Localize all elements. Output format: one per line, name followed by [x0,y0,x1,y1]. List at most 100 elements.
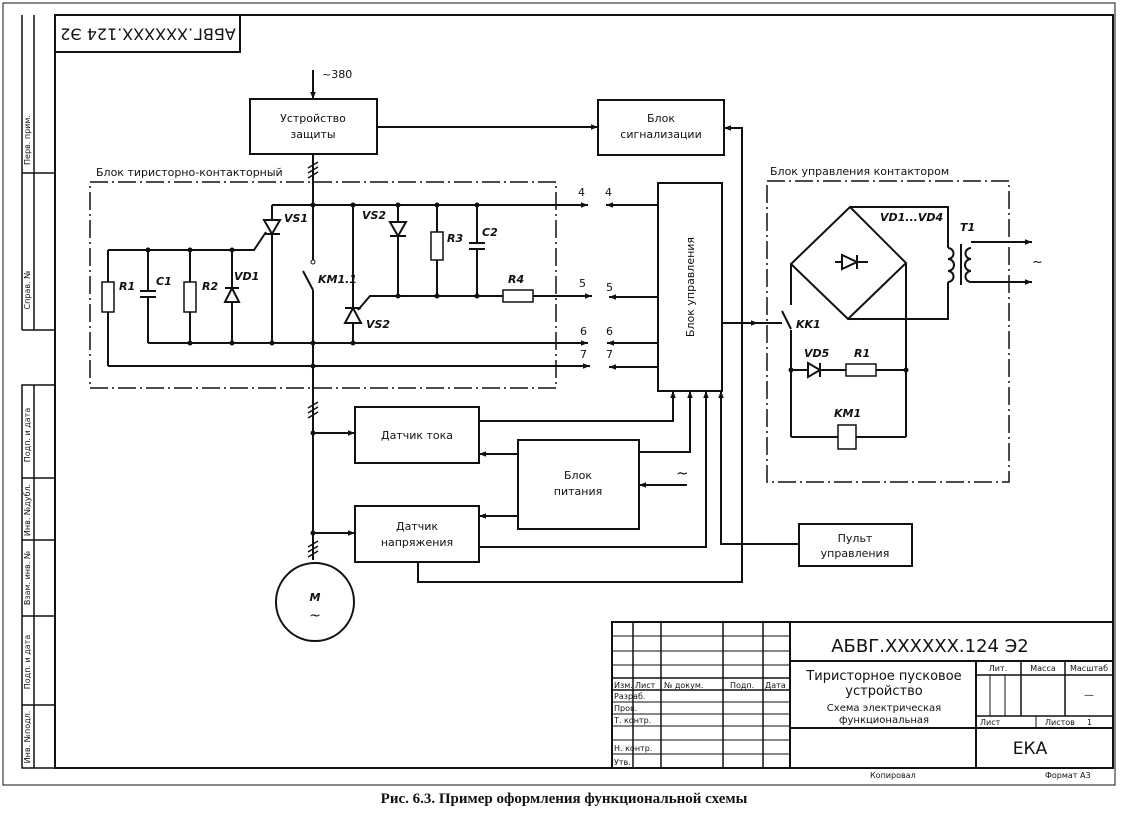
signaling-block: Блок сигнализации [597,99,725,156]
label-km1: KM1 [834,407,861,420]
stamp-podp-data-1: Подп. и дата [23,408,32,463]
stamp-inv-podl: Инв. №подл. [23,711,32,764]
label-vs2-bottom: VS2 [366,318,390,331]
stamp-inv-dubl: Инв. №дубл. [23,484,32,536]
signaling-label-2: сигнализации [620,128,701,141]
rotated-code-box: АБВГ.XXXXXX.124 Э2 [54,14,241,53]
thyristor-contactor-group: Блок тиристорно-контакторный [89,166,557,389]
tb-copied: Копировал [870,771,916,780]
control-panel-block: Пульт управления [798,523,913,567]
bus-junction-dot-2 [310,530,316,536]
title-block-grid [611,621,1114,769]
tb-sheet: Лист [980,718,1001,727]
sheet-frame [2,2,1116,786]
stamp-sprav: Справ. № [23,270,32,310]
voltage-sensor-label-2: напряжения [381,536,453,549]
label-r3: R3 [447,232,463,245]
power-supply-label-1: Блок [564,469,592,482]
terminal-numbers: 4 5 6 7 4 5 6 7 [578,186,613,361]
tb-name-1: Тиристорное пусковое [805,669,961,684]
power-supply-block: Блок питания [517,439,640,530]
tb-row-nkontr: Н. контр. [614,744,652,753]
label-vs1: VS1 [284,212,308,225]
sheet-edge [2,2,1116,786]
label-c2: C2 [482,226,498,239]
tb-col-izm: Изм. [614,681,633,690]
protection-label-2: защиты [290,128,335,141]
thyristor-component-labels: R1 C1 R2 VD1 VS1 KM1.1 VS2 VS2 R3 C2 R4 [119,209,524,331]
contactor-control-group: Блок управления контактором [766,165,1010,483]
tb-row-prov: Пров. [614,704,637,713]
control-panel-label-1: Пульт [838,532,873,545]
psu-ac-symbol: ~ [676,464,689,482]
thyristor-junction-dots [145,202,480,369]
rotated-code: АБВГ.XXXXXX.124 Э2 [60,25,236,44]
current-sensor-label: Датчик тока [381,429,453,442]
label-r4: R4 [508,273,524,286]
label-bridge: VD1...VD4 [880,211,943,224]
tb-mass: Масса [1030,664,1056,673]
title-block-text: АБВГ.XXXXXX.124 Э2 Тиристорное пусковое … [613,636,1108,780]
tb-lit: Лит. [989,664,1007,673]
protection-label-1: Устройство [280,112,346,125]
tb-type-2: функциональная [839,715,929,726]
motor: M ~ [275,562,355,642]
label-vd1: VD1 [234,270,259,283]
label-r1-right: R1 [854,347,870,360]
tb-row-tkontr: Т. контр. [613,716,651,725]
tb-col-podp: Подп. [730,681,754,690]
tb-col-list: Лист [635,681,656,690]
transformer-ac-symbol: ~ [1032,255,1043,270]
tb-col-dokum: № докум. [664,681,703,690]
stamp-podp-data-2: Подп. и дата [23,635,32,690]
terminal-left-7: 7 [580,348,587,361]
tb-designation: АБВГ.XXXXXX.124 Э2 [831,636,1029,657]
terminal-right-4: 4 [605,186,612,199]
figure-caption: Рис. 6.3. Пример оформления функциональн… [380,791,748,807]
terminal-left-6: 6 [580,325,587,338]
side-stamp [21,15,56,769]
mains-label: ~380 [322,68,352,81]
label-r2: R2 [202,280,218,293]
main-bus [307,154,319,560]
label-r1: R1 [119,280,135,293]
tb-row-razrab: Разраб. [614,692,645,701]
terminal-left-4: 4 [578,186,585,199]
thyristor-contactor-title: Блок тиристорно-контакторный [96,166,283,179]
control-to-signaling-wire [724,125,743,382]
tb-name-2: устройство [845,684,922,699]
side-stamp-labels: Перв. прим. Справ. № Подп. и дата Инв. №… [23,115,32,763]
terminal-right-6: 6 [606,325,613,338]
contactor-control-title: Блок управления контактором [770,165,949,178]
terminal-right-5: 5 [606,281,613,294]
bus-junction-dot [310,430,316,436]
tb-row-utv: Утв. [614,758,631,767]
label-t1: T1 [960,221,975,234]
control-inputs [417,382,799,583]
contactor-junction-dots [788,367,909,373]
tb-sheets: Листов [1045,718,1075,727]
control-label: Блок управления [684,237,697,337]
terminal-arrows [533,202,658,370]
tb-sheets-value: 1 [1087,718,1092,727]
contactor-circuit [781,205,1032,450]
current-sensor-block: Датчик тока [354,406,480,464]
tb-type-1: Схема электрическая [827,703,941,714]
thyristor-circuit [101,204,572,367]
stamp-perv-prim: Перв. прим. [23,115,32,165]
motor-label: M [310,591,321,604]
label-vs2-top: VS2 [362,209,386,222]
voltage-sensor-block: Датчик напряжения [354,505,480,563]
tb-scale: Масштаб [1070,664,1108,673]
power-supply-label-2: питания [554,485,602,498]
protection-device-block: Устройство защиты [249,98,378,155]
label-kk1: KK1 [796,318,821,331]
voltage-sensor-label-1: Датчик [396,520,438,533]
tb-organization: ЕКА [1013,739,1048,759]
motor-ac-symbol: ~ [309,608,321,624]
terminal-right-7: 7 [606,348,613,361]
control-block: Блок управления [657,182,723,392]
control-panel-label-2: управления [821,547,890,560]
signaling-label-1: Блок [647,112,675,125]
